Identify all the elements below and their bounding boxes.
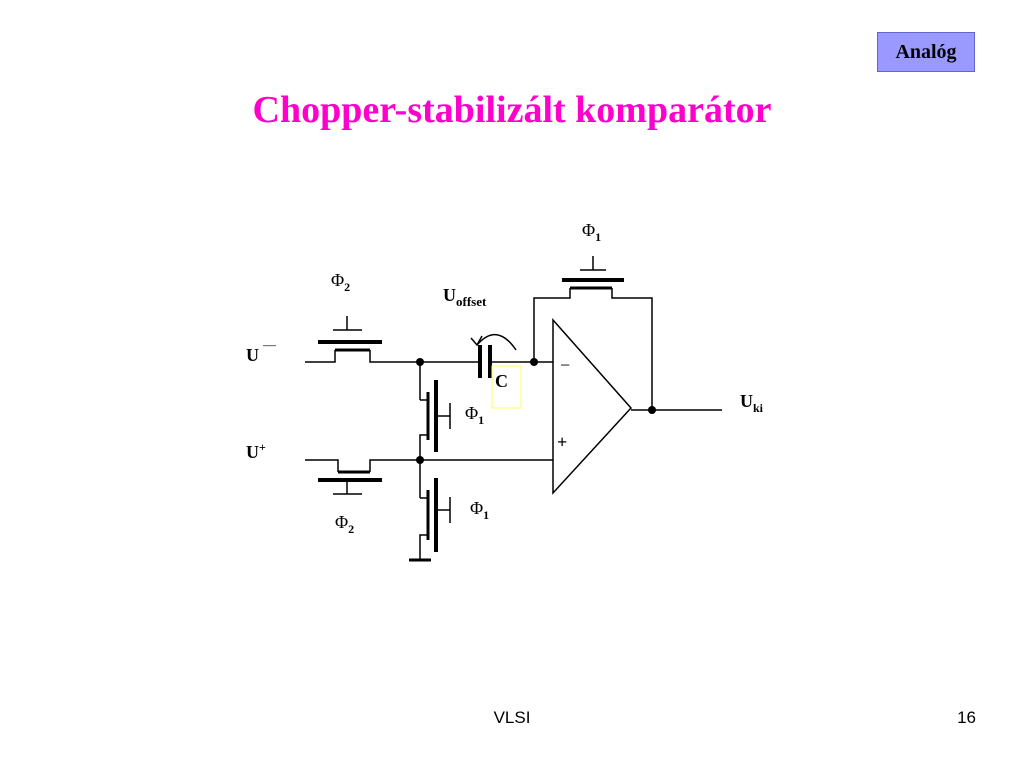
feedback-right-wire (611, 288, 653, 410)
label-phi2-bottom: Φ2 (335, 512, 354, 536)
u-plus-node-wire (369, 459, 553, 472)
label-u-minus: U— (246, 337, 277, 365)
u-plus-input-wire (305, 459, 339, 472)
offset-arrow-curve (476, 334, 517, 351)
opamp-plus-sign: + (557, 432, 567, 452)
junction-dot (416, 358, 424, 366)
label-capacitor: C (495, 371, 508, 391)
label-u-plus: U+ (246, 440, 266, 462)
opamp-triangle (552, 318, 633, 495)
page-number: 16 (957, 708, 976, 727)
junction-dot (530, 358, 538, 366)
label-phi1-top: Φ1 (582, 220, 601, 244)
opamp-minus-sign: − (560, 355, 570, 375)
slide-title: Chopper-stabilizált komparátor (252, 89, 772, 131)
label-phi1-bottom: Φ1 (470, 498, 489, 522)
label-phi1-mid: Φ1 (465, 403, 484, 427)
cap-label-highlight (491, 365, 522, 409)
footer-course: VLSI (493, 708, 531, 727)
ground-switch-wire-bottom (419, 534, 428, 560)
label-u-out: Uki (740, 391, 764, 415)
label-u-offset: Uoffset (443, 285, 487, 309)
feedback-left-wire (533, 288, 571, 362)
u-minus-node-wire (369, 350, 480, 363)
mid-switch-wire-bottom (419, 434, 428, 460)
label-phi2-top: Φ2 (331, 270, 350, 294)
section-tag: Analóg (877, 32, 975, 72)
junction-dot (416, 456, 424, 464)
u-minus-input-wire (305, 350, 336, 363)
junction-dot (648, 406, 656, 414)
offset-arrow-head (470, 335, 483, 347)
